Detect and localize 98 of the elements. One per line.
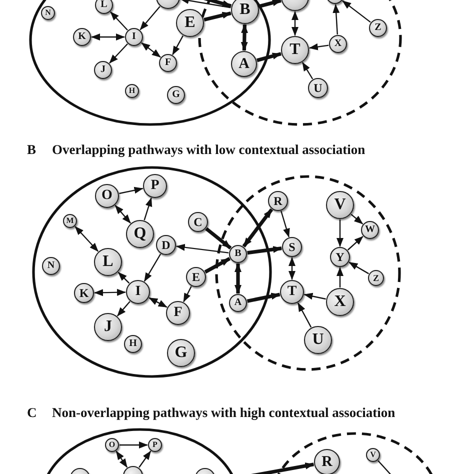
arrow [148, 297, 168, 308]
arrow [204, 12, 232, 22]
arrow [256, 52, 282, 62]
node-circle: Z [369, 19, 387, 37]
node-circle: A [231, 51, 257, 77]
node-circle: O [105, 438, 119, 452]
arrow [308, 43, 329, 50]
arrow [304, 292, 326, 300]
arrow [258, 0, 282, 8]
node-circle: U [304, 326, 332, 354]
node-circle: I [126, 280, 150, 304]
node-circle: B [229, 245, 247, 263]
node-circle: J [94, 313, 122, 341]
arrow [246, 292, 280, 303]
node-circle: P [143, 174, 167, 198]
node-circle: N [41, 6, 55, 20]
node-circle: F [159, 54, 177, 72]
node-circle: E [186, 267, 206, 287]
arrow [116, 301, 130, 316]
node-circle: O [95, 184, 119, 208]
node-circle: H [125, 84, 139, 98]
pathway-outline [32, 166, 272, 378]
arrow [336, 267, 344, 288]
node-circle: W [361, 221, 379, 239]
arrow [347, 236, 364, 250]
arrow [350, 214, 364, 224]
arrow [302, 62, 314, 80]
node-circle: T [281, 36, 309, 64]
node-circle: G [167, 339, 195, 367]
node-circle: L [94, 248, 122, 276]
node-circle: T [280, 280, 304, 304]
arrow [242, 208, 274, 248]
node-circle: Z [368, 270, 384, 286]
node-circle: K [73, 28, 91, 46]
node-circle: X [329, 35, 347, 53]
node-circle: B [231, 0, 259, 24]
node-circle: H [124, 335, 142, 353]
node-circle: P [148, 438, 162, 452]
node-circle: A [229, 294, 247, 312]
arrow [348, 262, 369, 274]
arrow [240, 24, 248, 51]
node-circle: G [167, 86, 185, 104]
node-circle: J [94, 61, 112, 79]
panel-heading: Overlapping pathways with low contextual association [52, 142, 366, 158]
arrow [141, 42, 161, 58]
arrow [94, 288, 126, 296]
node-circle: U [308, 78, 328, 98]
panel-letter: B [27, 142, 36, 158]
arrow [114, 205, 131, 224]
arrow [176, 244, 229, 254]
arrow [91, 34, 125, 40]
node-circle: L [95, 0, 113, 14]
arrow [144, 197, 152, 220]
arrow [288, 257, 296, 280]
arrow [144, 254, 162, 282]
node-circle: D [156, 235, 176, 255]
arrow [74, 226, 99, 252]
node-circle: F [166, 301, 190, 325]
dashed-pathway-outline [215, 175, 401, 371]
arrow [336, 220, 344, 247]
node-circle: R [268, 191, 288, 211]
arrow [172, 35, 184, 56]
arrow [332, 4, 340, 35]
arrow [205, 227, 232, 250]
arrow [234, 263, 242, 294]
arrow [297, 302, 312, 328]
node-circle: E [176, 9, 204, 37]
node-circle: M [63, 214, 77, 228]
node-circle: S [282, 237, 302, 257]
arrow [204, 257, 231, 274]
node-circle: Q [126, 220, 154, 248]
arrow [180, 0, 231, 8]
arrow [292, 11, 298, 36]
arrow [140, 6, 160, 30]
node-circle: X [326, 288, 354, 316]
arrow [118, 272, 130, 284]
node-circle: K [74, 283, 94, 303]
node-circle: Y [330, 247, 350, 267]
arrow [280, 210, 290, 238]
panel-heading: Non-overlapping pathways with high contextual association [52, 405, 396, 421]
panel-letter: C [27, 405, 37, 421]
arrow [120, 442, 148, 448]
connector-line [378, 460, 392, 474]
arrow [247, 246, 282, 255]
arrow [250, 462, 314, 474]
node-circle: R [314, 449, 340, 474]
arrow [110, 12, 128, 30]
arrow [116, 450, 128, 468]
arrow [138, 450, 152, 468]
node-circle: N [42, 257, 60, 275]
arrow [342, 0, 371, 23]
node-circle: V [366, 448, 380, 462]
arrow [109, 43, 128, 64]
node-circle: V [326, 191, 354, 219]
node-circle: I [125, 28, 143, 46]
arrow [119, 186, 144, 194]
arrow [183, 286, 192, 302]
node-circle: C [188, 212, 208, 232]
